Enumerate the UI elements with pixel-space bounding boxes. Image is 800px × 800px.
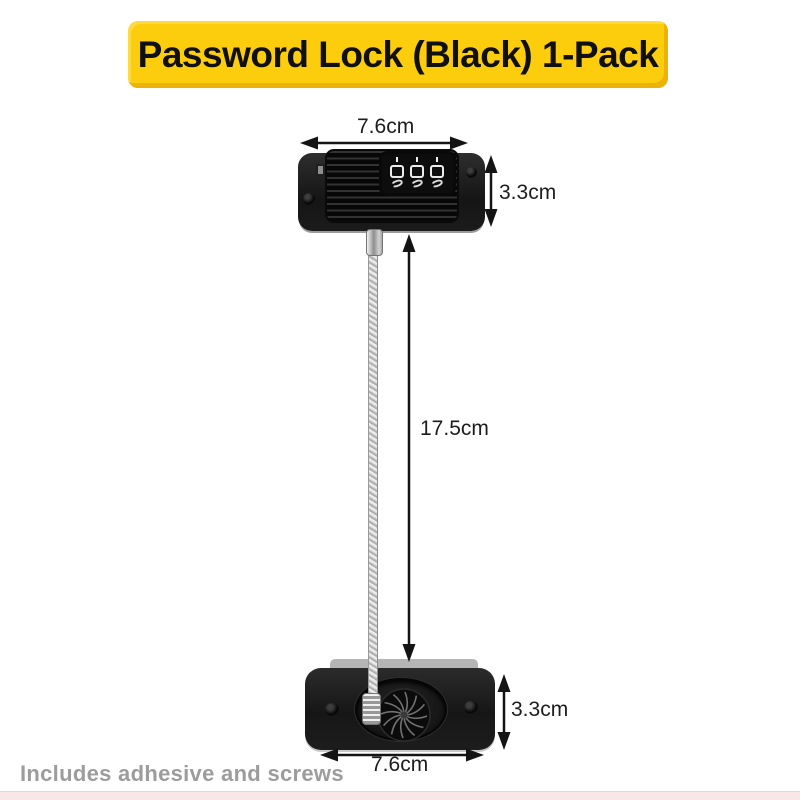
steel-cable [368, 252, 378, 702]
combination-dial [410, 154, 424, 194]
bottom-strip [0, 791, 800, 800]
dial-tick [416, 157, 418, 162]
title-banner: Password Lock (Black) 1-Pack [128, 21, 668, 88]
dim-label-base-height: 3.3cm [511, 698, 569, 721]
combination-dial [390, 154, 404, 194]
screw-hole [303, 193, 315, 205]
dim-label-lock-height: 3.3cm [499, 181, 557, 204]
screw-hole [466, 167, 477, 178]
cable-ferrule-top [366, 229, 383, 256]
cable-anchor-disc [377, 688, 431, 742]
dial-digit-window [430, 165, 444, 178]
latch-notch [316, 164, 325, 176]
dial-digit-partial [390, 178, 404, 189]
dim-label-lock-width: 7.6cm [357, 115, 415, 138]
screw-hole [325, 703, 339, 716]
dial-digit-window [390, 165, 404, 178]
dial-tick [436, 157, 438, 162]
dial-tick [396, 157, 398, 162]
screw-hole [464, 701, 478, 714]
dial-digit-window [410, 165, 424, 178]
dim-label-cable-length: 17.5cm [420, 417, 489, 440]
dial-digit-partial [410, 178, 424, 189]
product-title: Password Lock (Black) 1-Pack [137, 33, 659, 75]
footnote: Includes adhesive and screws [20, 761, 344, 786]
combination-dial [430, 154, 444, 194]
dim-label-base-width: 7.6cm [371, 753, 429, 776]
cable-ferrule-bottom [362, 693, 381, 725]
dial-digit-partial [430, 178, 444, 189]
